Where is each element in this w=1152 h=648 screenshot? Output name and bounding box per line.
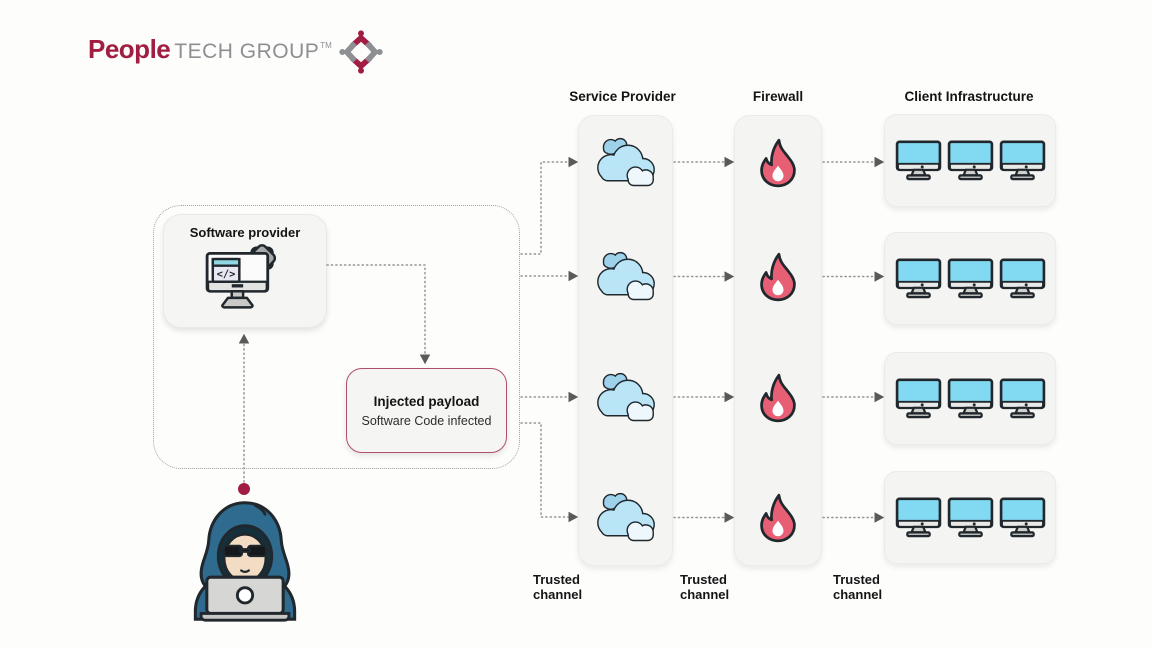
client-monitor-group [884, 114, 1056, 207]
service-provider-header: Service Provider [569, 89, 676, 104]
desktop-monitor-icon [895, 497, 942, 538]
brand-logo: People TECH GROUP TM [88, 34, 383, 78]
software-provider-label: Software provider [189, 225, 301, 240]
firewall-header: Firewall [752, 89, 804, 104]
client-monitor-group [884, 232, 1056, 325]
brand-mark-icon [339, 30, 383, 74]
injected-payload-subtitle: Software Code infected [361, 413, 492, 428]
desktop-monitor-icon [895, 140, 942, 181]
attack-scope-dashed-container [153, 205, 520, 469]
trademark-symbol: TM [320, 41, 332, 50]
brand-name-secondary: TECH GROUP [174, 40, 320, 63]
firewall-column [734, 115, 822, 566]
hooded-hacker-laptop-icon [182, 497, 308, 623]
brand-wordmark: People TECH GROUP TM [88, 34, 332, 65]
arrow-scope-to-cloud-4 [520, 422, 579, 523]
arrow-scope-to-cloud-1 [520, 156, 579, 255]
injected-payload-title: Injected payload [373, 393, 480, 409]
desktop-monitor-icon [947, 140, 994, 181]
cloud-icon [590, 249, 662, 305]
client-infrastructure-header: Client Infrastructure [904, 89, 1034, 104]
trusted-channel-label: Trusted channel [833, 572, 883, 602]
desktop-monitor-icon [999, 140, 1046, 181]
desktop-monitor-icon [999, 258, 1046, 299]
flame-icon [757, 252, 799, 302]
trusted-channel-label: Trusted channel [533, 572, 583, 602]
cloud-icon [590, 490, 662, 546]
desktop-monitor-icon [947, 258, 994, 299]
flame-icon [757, 373, 799, 423]
client-monitor-group [884, 352, 1056, 445]
desktop-monitor-icon [947, 378, 994, 419]
code-window-gear-monitor-icon [203, 242, 287, 314]
cloud-icon [590, 135, 662, 191]
trusted-channel-label: Trusted channel [680, 572, 730, 602]
attacker-marker-dot [238, 483, 250, 495]
desktop-monitor-icon [895, 258, 942, 299]
injected-payload-box: Injected payload Software Code infected [346, 368, 507, 453]
brand-name-primary: People [88, 34, 171, 64]
software-provider-box: Software provider [163, 214, 327, 328]
cloud-icon [590, 370, 662, 426]
desktop-monitor-icon [895, 378, 942, 419]
desktop-monitor-icon [999, 497, 1046, 538]
flame-icon [757, 138, 799, 188]
desktop-monitor-icon [999, 378, 1046, 419]
flame-icon [757, 493, 799, 543]
client-monitor-group [884, 471, 1056, 564]
service-provider-column [578, 115, 673, 566]
desktop-monitor-icon [947, 497, 994, 538]
